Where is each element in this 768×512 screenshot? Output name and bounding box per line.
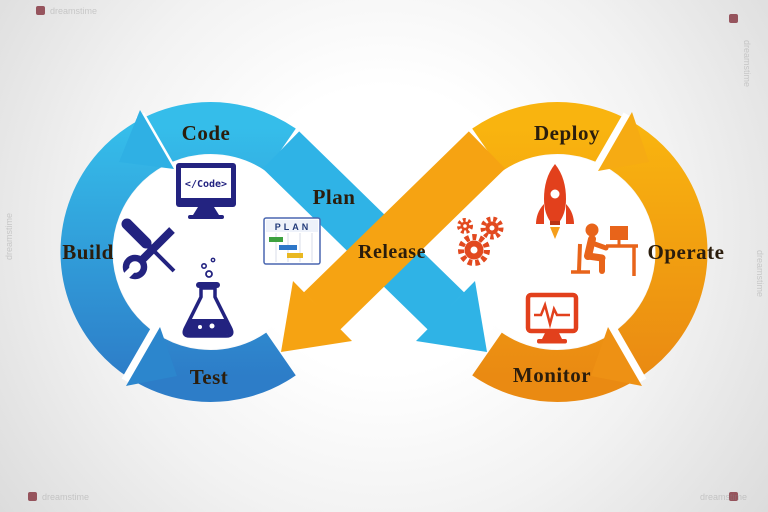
stage-label-operate: Operate xyxy=(648,240,725,264)
watermark-left-edge: dreamstime xyxy=(4,213,14,260)
stage-label-test: Test xyxy=(190,365,229,389)
watermark-bottom-right: dreamstime xyxy=(700,492,747,502)
stage-label-build: Build xyxy=(62,240,114,264)
stage-label-plan: Plan xyxy=(313,185,356,209)
code-screen-text: </Code> xyxy=(185,179,227,190)
screen-waveform-icon xyxy=(525,292,579,344)
gears-icon xyxy=(457,216,504,266)
left-loop-inner-disc xyxy=(113,155,307,349)
wrench-screwdriver-icon xyxy=(118,218,176,284)
right-ring-arrow-top xyxy=(593,112,649,171)
stage-label-deploy: Deploy xyxy=(534,121,600,145)
watermark-logo xyxy=(28,492,37,501)
stage-label-release: Release xyxy=(358,241,426,263)
left-ring-arrow-bottom xyxy=(121,326,177,386)
person-at-desk-icon xyxy=(571,223,638,276)
watermark-top-right: dreamstime xyxy=(729,14,752,87)
right-loop-inner-disc xyxy=(461,155,655,349)
stage-label-monitor: Monitor xyxy=(513,363,591,387)
gantt-chart-icon: PLAN xyxy=(263,217,321,265)
watermark-bottom-left: dreamstime xyxy=(28,492,89,502)
left-ring-arrow-top xyxy=(119,110,175,170)
watermark-text: dreamstime xyxy=(50,6,97,16)
plan-card-text: PLAN xyxy=(275,222,312,232)
left-loop-ring xyxy=(60,102,296,402)
stage-label-code: Code xyxy=(182,121,231,145)
right-loop-ring xyxy=(472,102,708,402)
watermark-logo xyxy=(729,14,738,23)
watermark-right-edge: dreamstime xyxy=(755,250,765,297)
watermark-top-left: dreamstime xyxy=(36,6,97,16)
watermark-text: dreamstime xyxy=(755,250,765,297)
watermark-text: dreamstime xyxy=(700,492,747,502)
watermark-logo xyxy=(36,6,45,15)
rocket-icon xyxy=(536,164,574,239)
orange-crossover-band xyxy=(281,131,506,352)
code-monitor-icon: </Code> xyxy=(176,163,236,219)
watermark-text: dreamstime xyxy=(742,40,752,87)
watermark-logo xyxy=(729,492,738,501)
watermark-text: dreamstime xyxy=(42,492,89,502)
orange-band-arrowhead xyxy=(281,281,352,352)
blue-crossover-band xyxy=(262,131,487,352)
blue-band-arrowhead xyxy=(416,281,487,352)
watermark-text: dreamstime xyxy=(4,213,14,260)
right-ring-arrow-bottom xyxy=(591,326,647,386)
flask-icon xyxy=(182,257,234,338)
